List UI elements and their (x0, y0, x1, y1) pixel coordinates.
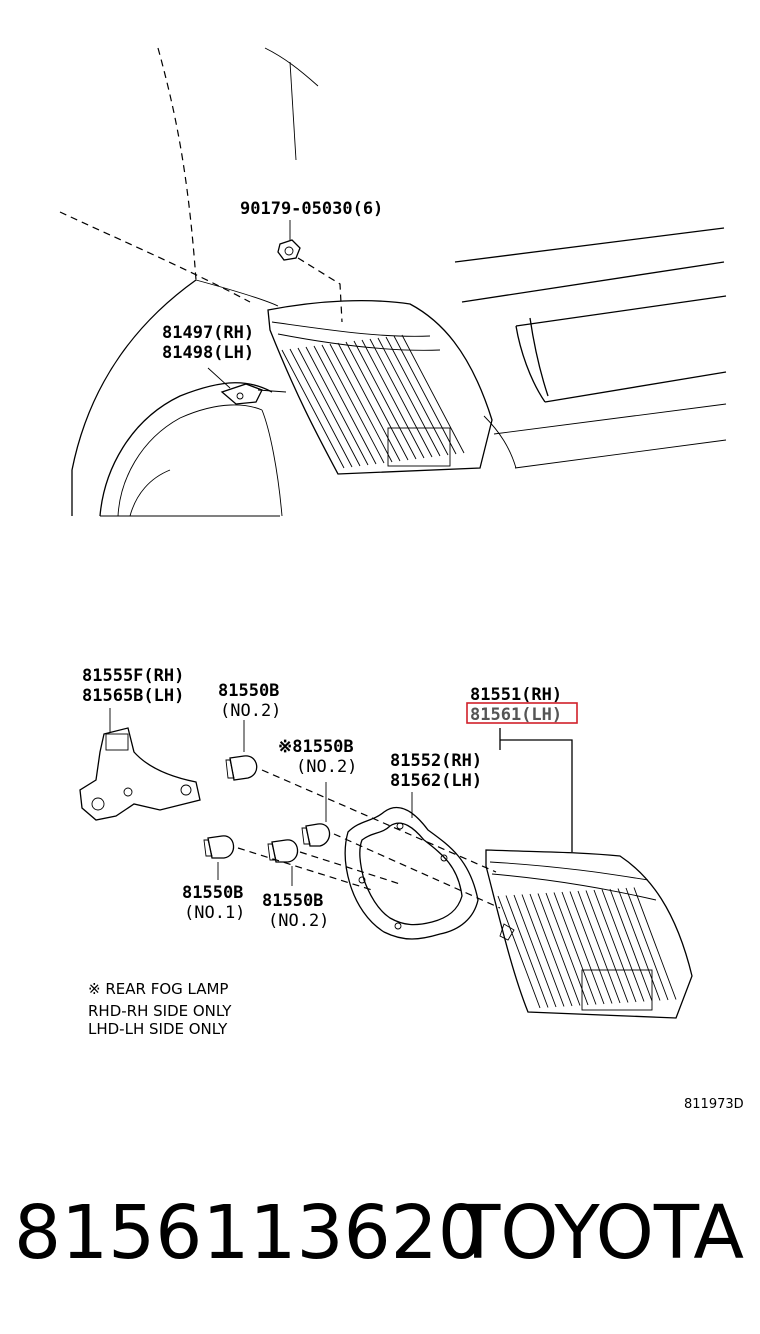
lens-stripe (377, 337, 441, 457)
lens-stripe (601, 889, 645, 1002)
assembly-line-4 (299, 851, 401, 885)
rear-lamp-exploded (485, 849, 693, 1019)
lens-stripe (521, 894, 565, 1007)
lens-stripe (561, 891, 605, 1005)
part-number: 8156113620 (14, 1190, 485, 1276)
label-bulb-no2-no: (NO.2) (268, 911, 329, 931)
note-lhd: LHD-LH SIDE ONLY (88, 1020, 228, 1038)
lens-stripe (321, 344, 385, 464)
lens-stripe (313, 345, 377, 465)
lens-stripe (633, 887, 677, 1000)
lens-stripe (281, 349, 345, 469)
label-fog-bulb-no: (NO.2) (296, 757, 357, 777)
label-socket-rh: 81555F(RH) (82, 666, 184, 686)
label-bulb-no2: 81550B (262, 891, 323, 911)
leader-bolt-dashed (297, 257, 343, 323)
lens-stripe (345, 341, 409, 461)
lens-stripe (609, 888, 653, 1002)
bulb-top-icon (225, 755, 258, 781)
label-bolt: 90179-05030(6) (240, 199, 383, 219)
label-bulb-top-no: (NO.2) (220, 701, 281, 721)
lens-stripe (297, 347, 361, 467)
label-socket-lh: 81565B(LH) (82, 686, 184, 706)
leader-bracket (207, 367, 231, 389)
label-gasket-lh: 81562(LH) (390, 771, 482, 791)
bracket-icon (220, 383, 287, 405)
lens-stripe (385, 336, 449, 456)
lens-stripe (577, 890, 621, 1004)
lens-stripe (337, 342, 401, 462)
label-gasket-rh: 81552(RH) (390, 751, 482, 771)
label-bracket-rh: 81497(RH) (162, 323, 254, 343)
lens-stripe (353, 340, 417, 460)
lens-stripe (553, 892, 597, 1005)
rear-lamp-installed (267, 300, 493, 475)
lens-stripe (585, 890, 629, 1003)
label-lamp-lh: 81561(LH) (470, 705, 562, 725)
label-bulb-no1-no: (NO.1) (184, 903, 245, 923)
note-rhd: RHD-RH SIDE ONLY (88, 1002, 232, 1020)
lens-stripe (393, 335, 457, 455)
lens-stripe (329, 343, 393, 463)
lens-stripe (401, 334, 465, 454)
diagram-code: 811973D (684, 1097, 744, 1112)
highlight-box (466, 702, 578, 724)
bulb-no1-icon (203, 835, 235, 859)
lens-stripe (529, 893, 573, 1007)
lens-stripe (305, 346, 369, 466)
vehicle-body-outline (59, 47, 727, 517)
lens-stripe (361, 339, 425, 459)
lens-stripe (545, 892, 589, 1006)
bulb-fog-icon (301, 823, 331, 847)
assembly-line-1 (261, 769, 497, 873)
lens-stripe (593, 889, 637, 1003)
label-bulb-top: 81550B (218, 681, 279, 701)
label-lamp-rh: 81551(RH) (470, 685, 562, 705)
leader-lamp (499, 728, 573, 852)
lens-stripe (505, 895, 549, 1008)
assembly-line-2 (333, 833, 501, 909)
bolt-icon (277, 239, 301, 261)
lens-stripe (569, 891, 613, 1004)
lens-stripe (537, 893, 581, 1006)
lens-stripe (289, 348, 353, 468)
lens-stripe (617, 888, 661, 1001)
socket-bracket-icon (79, 727, 201, 821)
lens-stripe (369, 338, 433, 458)
brand-name: TOYOTA (455, 1190, 744, 1276)
lens-stripe (497, 895, 541, 1009)
label-fog-bulb: ※81550B (278, 737, 354, 757)
label-bracket-lh: 81498(LH) (162, 343, 254, 363)
label-bulb-no1: 81550B (182, 883, 243, 903)
lens-stripe (513, 894, 557, 1008)
note-fog-lamp: ※ REAR FOG LAMP (88, 980, 228, 998)
lens-stripe (625, 887, 669, 1001)
gasket-icon (344, 806, 479, 940)
